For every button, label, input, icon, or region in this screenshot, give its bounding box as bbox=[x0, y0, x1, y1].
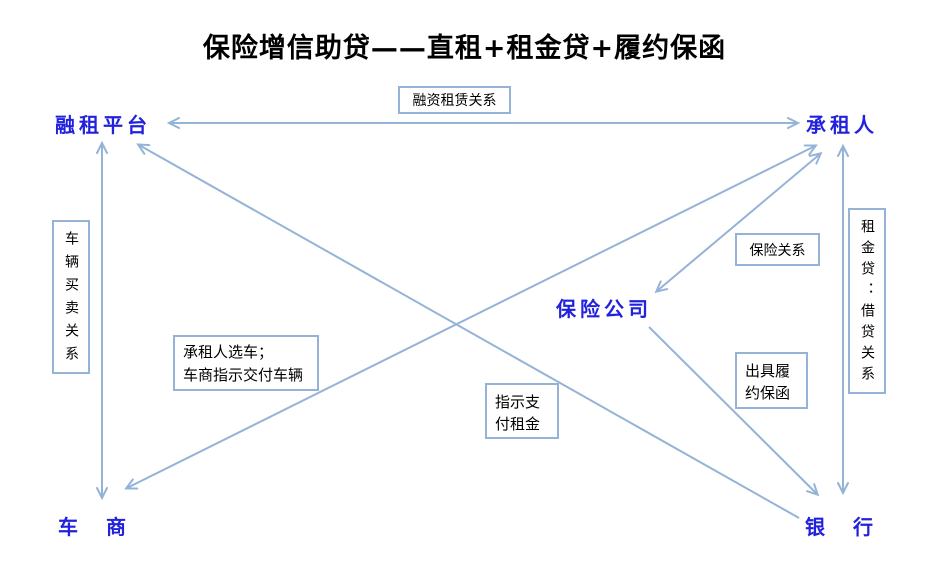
label-select-car-line2: 车商指示交付车辆 bbox=[183, 366, 304, 384]
label-select-car-line1: 承租人选车； bbox=[183, 343, 274, 361]
node-bank: 银 行 bbox=[805, 515, 877, 539]
node-lessee: 承租人 bbox=[806, 113, 878, 137]
label-rent-loan-relation: 租金贷：借贷关系 bbox=[859, 219, 875, 387]
node-insurance-company: 保险公司 bbox=[556, 297, 652, 321]
label-finance-lease-relation: 融资租赁关系 bbox=[412, 93, 497, 109]
label-vehicle-sale-relation: 车辆买卖关系 bbox=[63, 231, 79, 369]
arrow-bank-platform bbox=[139, 145, 800, 519]
node-car-dealer: 车 商 bbox=[58, 515, 130, 539]
label-box-pay-rent-instruction: 指示支 付租金 bbox=[485, 383, 559, 439]
arrow-insurer-bank bbox=[648, 326, 817, 494]
label-box-finance-lease-relation: 融资租赁关系 bbox=[398, 86, 511, 114]
label-box-vehicle-sale-relation: 车辆买卖关系 bbox=[52, 220, 90, 374]
diagram-title: 保险增信助贷——直租+租金贷+履约保函 bbox=[202, 33, 727, 64]
label-pay-rent-line1: 指示支 bbox=[495, 393, 541, 411]
label-pay-rent-line2: 付租金 bbox=[495, 415, 541, 433]
arrow-lessee-insurer bbox=[657, 154, 820, 291]
label-box-rent-loan-relation: 租金贷：借贷关系 bbox=[848, 208, 886, 394]
label-box-insurance-relation: 保险关系 bbox=[735, 233, 820, 266]
label-box-performance-guarantee: 出具履 约保函 bbox=[735, 352, 808, 409]
label-guarantee-line1: 出具履 bbox=[745, 362, 791, 380]
label-insurance-relation: 保险关系 bbox=[749, 242, 806, 259]
label-box-select-car: 承租人选车； 车商指示交付车辆 bbox=[173, 335, 319, 391]
node-finance-lease-platform: 融租平台 bbox=[55, 113, 151, 137]
label-guarantee-line2: 约保函 bbox=[745, 384, 791, 402]
